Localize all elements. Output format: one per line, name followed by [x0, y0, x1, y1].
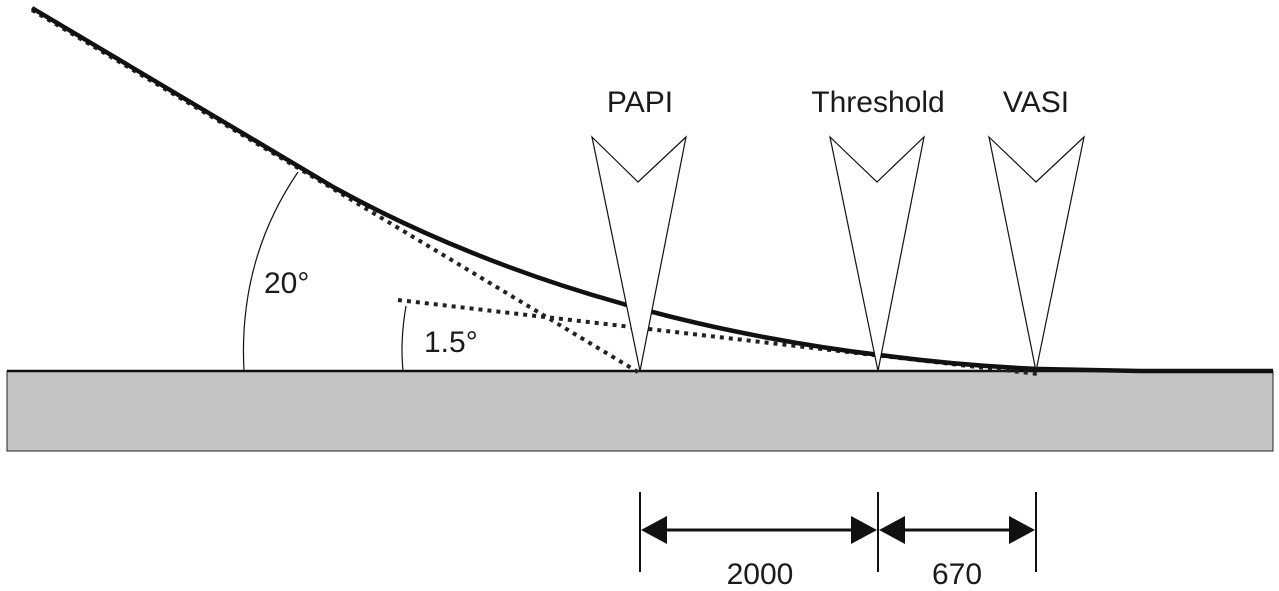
dimension-arrow-right-2000: [851, 516, 877, 544]
shallow-angle-label: 1.5°: [424, 326, 478, 359]
vasi-label: VASI: [1003, 86, 1069, 119]
dimension-label-670: 670: [932, 558, 982, 591]
threshold-label: Threshold: [811, 86, 944, 119]
vasi-marker: [988, 135, 1085, 372]
papi-marker: [591, 135, 687, 372]
dimension-label-2000: 2000: [727, 558, 794, 591]
papi-label: PAPI: [607, 86, 673, 119]
dimension-arrow-right-670: [1009, 516, 1035, 544]
shallow-angle-arc: [401, 305, 407, 372]
dimension-arrow-left-2000: [641, 516, 667, 544]
threshold-marker: [829, 135, 925, 372]
steep-angle-arc: [242, 171, 299, 372]
dimension-arrow-left-670: [879, 516, 905, 544]
approach-path-curve: [30, 6, 1273, 374]
steep-angle-label: 20°: [264, 267, 309, 300]
ground-block: [6, 370, 1274, 452]
